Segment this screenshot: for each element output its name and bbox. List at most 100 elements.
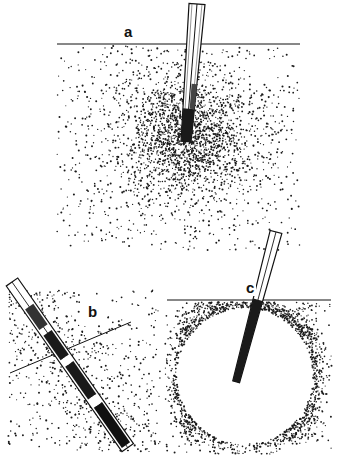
stipple-dot — [164, 162, 165, 163]
stipple-dot — [204, 177, 206, 179]
stipple-dot — [190, 153, 191, 154]
stipple-dot — [174, 81, 175, 82]
stipple-dot — [151, 109, 153, 111]
stipple-dot — [180, 144, 181, 145]
stipple-dot — [189, 212, 190, 213]
stipple-dot — [69, 87, 70, 88]
stipple-dot — [138, 62, 140, 64]
stipple-dot — [277, 77, 278, 78]
stipple-dot — [139, 154, 141, 156]
stipple-dot — [151, 92, 153, 94]
stipple-dot — [210, 84, 211, 85]
stipple-dot — [106, 233, 107, 234]
stipple-dot — [222, 134, 224, 136]
stipple-dot — [281, 114, 283, 116]
stipple-dot — [156, 47, 158, 49]
stipple-dot — [192, 205, 194, 207]
stipple-dot — [199, 104, 200, 105]
stipple-dot — [201, 85, 203, 87]
stipple-dot — [176, 64, 178, 66]
stipple-dot — [136, 195, 138, 197]
stipple-dot — [293, 121, 294, 122]
stipple-dot — [211, 190, 213, 192]
stipple-dot — [265, 126, 267, 128]
stipple-dot — [135, 88, 137, 90]
stipple-dot — [177, 127, 178, 128]
stipple-dot — [175, 165, 176, 166]
stipple-dot — [214, 172, 216, 174]
stipple-dot — [87, 190, 89, 192]
stipple-dot — [167, 129, 168, 130]
stipple-dot — [120, 206, 121, 207]
stipple-dot — [176, 205, 178, 207]
stipple-dot — [239, 47, 241, 49]
stipple-dot — [263, 114, 265, 116]
stipple-dot — [209, 112, 211, 114]
stipple-dot — [259, 107, 261, 109]
stipple-dot — [161, 123, 163, 125]
stipple-dot — [133, 191, 134, 192]
stipple-dot — [195, 128, 196, 129]
stipple-dot — [158, 111, 160, 113]
stipple-dot — [287, 166, 288, 167]
stipple-dot — [209, 130, 210, 131]
stipple-dot — [139, 172, 140, 173]
stipple-dot — [129, 220, 130, 221]
stipple-dot — [203, 120, 204, 121]
stipple-dot — [249, 159, 251, 161]
stipple-dot — [149, 124, 151, 126]
stipple-dot — [226, 115, 228, 117]
stipple-dot — [229, 249, 230, 250]
stipple-dot — [205, 86, 207, 88]
stipple-dot — [237, 174, 238, 175]
stipple-dot — [172, 138, 173, 139]
stipple-dot — [150, 144, 152, 146]
stipple-dot — [278, 96, 280, 98]
stipple-dot — [170, 155, 171, 156]
stipple-dot — [228, 187, 229, 188]
stipple-dot — [245, 247, 246, 248]
stipple-dot — [215, 155, 216, 156]
stipple-dot — [161, 146, 163, 148]
stipple-dot — [145, 145, 147, 147]
stipple-dot — [211, 123, 212, 124]
stipple-dot — [216, 157, 218, 159]
stipple-dot — [216, 133, 218, 135]
stipple-dot — [289, 217, 290, 218]
stipple-dot — [131, 94, 132, 95]
stipple-dot — [147, 177, 148, 178]
stipple-dot — [252, 223, 254, 225]
stipple-dot — [186, 149, 188, 151]
stipple-dot — [143, 144, 144, 145]
stipple-dot — [163, 141, 164, 142]
stipple-dot — [79, 203, 80, 204]
stipple-dot — [94, 183, 95, 184]
stipple-dot — [199, 107, 201, 109]
stipple-dot — [204, 143, 205, 144]
stipple-dot — [179, 182, 181, 184]
stipple-dot — [87, 198, 88, 199]
stipple-dot — [130, 190, 132, 192]
stipple-dot — [246, 146, 247, 147]
stipple-dot — [287, 232, 289, 234]
stipple-dot — [151, 153, 153, 155]
stipple-dot — [217, 81, 218, 82]
stipple-dot — [203, 146, 204, 147]
stipple-dot — [115, 89, 117, 91]
stipple-dot — [233, 135, 235, 137]
stipple-dot — [64, 169, 66, 171]
stipple-dot — [284, 125, 286, 127]
stipple-dot — [108, 215, 109, 216]
stipple-dot — [208, 61, 210, 63]
stipple-dot — [234, 182, 235, 183]
stipple-dot — [77, 51, 79, 53]
stipple-dot — [85, 69, 86, 70]
stipple-dot — [201, 137, 203, 139]
stipple-dot — [215, 97, 216, 98]
stipple-dot — [171, 191, 172, 192]
stipple-dot — [152, 106, 153, 107]
stipple-dot — [194, 231, 196, 233]
stipple-dot — [122, 88, 124, 90]
stipple-dot — [170, 122, 172, 124]
